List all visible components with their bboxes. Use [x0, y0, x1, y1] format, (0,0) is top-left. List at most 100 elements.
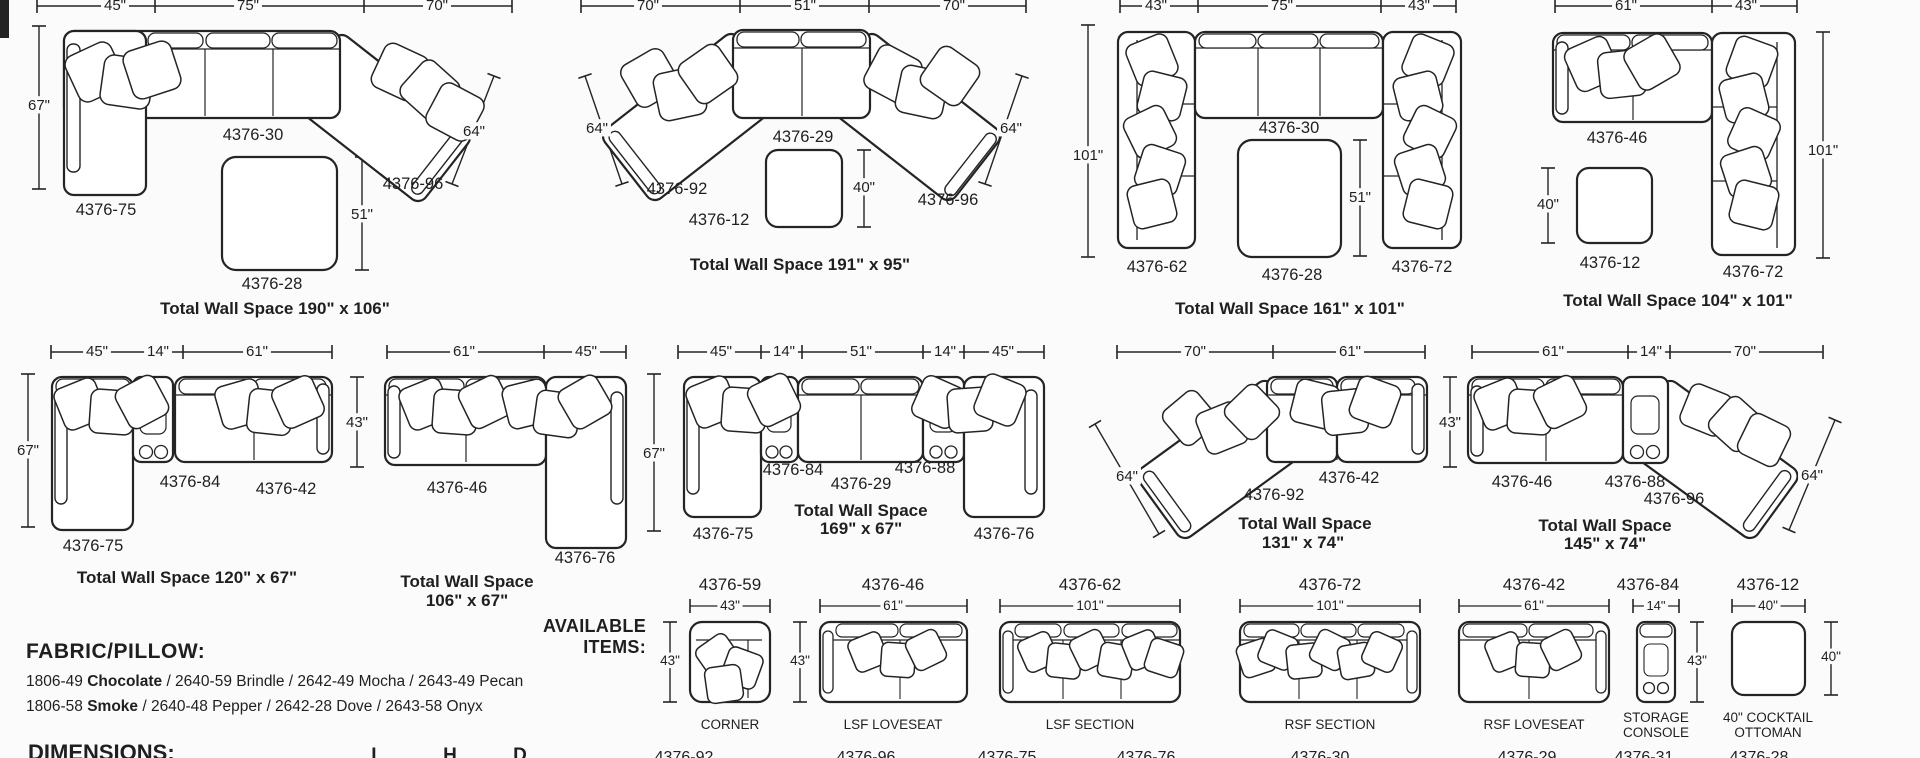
label-backing	[1612, 0, 1640, 14]
pillow-icon	[1539, 628, 1583, 672]
furniture-detail	[1142, 470, 1192, 533]
part-number-label: 4376-88	[895, 459, 956, 477]
furniture-detail	[1630, 395, 1660, 435]
column-header: L	[371, 745, 383, 758]
dimension-label: 64"	[1116, 468, 1138, 485]
label-backing	[348, 205, 376, 223]
dimension-label: 45"	[104, 0, 126, 14]
pillow-icon	[904, 628, 948, 672]
dimension-label: 70"	[426, 0, 448, 14]
dimension-label: 64"	[586, 120, 608, 137]
label-backing	[940, 0, 968, 14]
label-backing	[243, 342, 271, 360]
dimension-label: 75"	[237, 0, 259, 14]
part-number-label: 4376-42	[1503, 575, 1565, 594]
dimension-label: 64"	[1000, 120, 1022, 137]
dimension-label: 101"	[1076, 598, 1104, 613]
label-backing	[1181, 342, 1209, 360]
fabric-option-line: 1806-49 Chocolate / 2640-59 Brindle / 26…	[26, 673, 523, 691]
part-number-label: 4376-75	[63, 537, 124, 555]
part-number-label: 4376-88	[1605, 473, 1666, 491]
fabric-color-name: Chocolate	[87, 673, 163, 690]
label-backing	[707, 342, 735, 360]
fabric-code-text: 1806-58	[26, 698, 88, 715]
part-number-label: 4376-31	[1615, 749, 1674, 758]
dimension-label: 61"	[246, 343, 268, 360]
furniture-detail	[1643, 643, 1669, 677]
label-backing	[1313, 597, 1347, 614]
part-number-label: 4376-75	[76, 201, 137, 219]
furniture-detail	[860, 378, 920, 395]
pillow-icon	[677, 43, 739, 105]
dimension-tick	[1782, 526, 1796, 534]
scan-corner-mark	[0, 0, 9, 38]
dimension-label: 45"	[710, 343, 732, 360]
label-backing	[791, 0, 819, 14]
pillow-icon	[746, 372, 802, 428]
furniture-detail	[801, 378, 860, 395]
dimension-tick	[1828, 416, 1842, 424]
dimension-label: 70"	[943, 0, 965, 14]
part-number-label: 4376-76	[1117, 749, 1176, 758]
dimension-label: 45"	[86, 343, 108, 360]
label-backing	[83, 342, 111, 360]
part-number-label: 4376-76	[555, 549, 616, 567]
fabric-pillow-title: FABRIC/PILLOW:	[26, 640, 206, 663]
dimension-label: 67"	[28, 97, 50, 114]
caption-label: 169" x 67"	[820, 519, 902, 538]
part-number-label: 4376-92	[655, 749, 714, 758]
label-backing	[1539, 342, 1567, 360]
furniture-detail	[736, 31, 800, 48]
part-number-label: 4376-28	[1730, 749, 1789, 758]
pillow-icon	[973, 373, 1027, 427]
item-name-label: RSF SECTION	[1285, 717, 1376, 732]
furniture-detail	[944, 132, 997, 197]
pillow-icon	[1736, 412, 1792, 468]
part-number-label: 4376-84	[1617, 575, 1679, 594]
dimension-label: 61"	[1542, 343, 1564, 360]
furniture-outline	[1236, 138, 1343, 259]
dimension-label: 43"	[346, 414, 368, 431]
label-backing	[572, 342, 600, 360]
part-number-label: 4376-92	[1244, 486, 1305, 504]
pillow-icon	[114, 374, 170, 430]
part-number-label: 4376-72	[1723, 263, 1784, 281]
dimension-label: 43"	[660, 653, 680, 668]
available-items-title: AVAILABLE ITEMS:	[340, 616, 646, 658]
furniture-outline	[764, 148, 844, 229]
dimension-label: 101"	[1073, 147, 1103, 164]
furniture-outline	[1575, 166, 1654, 245]
cupholder-circle	[1645, 444, 1661, 460]
part-number-label: 4376-92	[647, 180, 708, 198]
pillow-icon	[1348, 375, 1402, 429]
furniture-detail	[610, 391, 624, 505]
label-backing	[1073, 597, 1107, 614]
dimension-label: 14"	[773, 343, 795, 360]
dimensions-title: DIMENSIONS:	[28, 740, 175, 758]
furniture-detail	[387, 385, 401, 459]
pillow-icon	[122, 40, 182, 100]
column-header: D	[513, 745, 527, 758]
furniture-detail	[1742, 469, 1792, 532]
dimension-tick	[978, 180, 992, 188]
furniture-detail	[1198, 33, 1257, 49]
label-backing	[1798, 466, 1826, 484]
item-name-label: RSF LOVESEAT	[1483, 717, 1584, 732]
dimension-label: 61"	[1339, 343, 1361, 360]
pillow-icon	[919, 45, 981, 107]
part-number-label: 4376-30	[223, 126, 284, 144]
label-backing	[1731, 342, 1759, 360]
dimension-tick	[1015, 72, 1029, 80]
part-number-label: 4376-75	[693, 525, 754, 543]
label-backing	[640, 444, 668, 462]
caption-label: Total Wall Space 191" x 95"	[690, 255, 910, 274]
part-number-label: 4376-30	[1259, 119, 1320, 137]
part-number-label: 4376-84	[160, 473, 221, 491]
dimension-label: 14"	[934, 343, 956, 360]
dimension-label: 101"	[1316, 598, 1344, 613]
pillow-icon	[703, 663, 745, 705]
furniture-detail	[205, 32, 271, 49]
part-number-label: 4376-96	[918, 191, 979, 209]
